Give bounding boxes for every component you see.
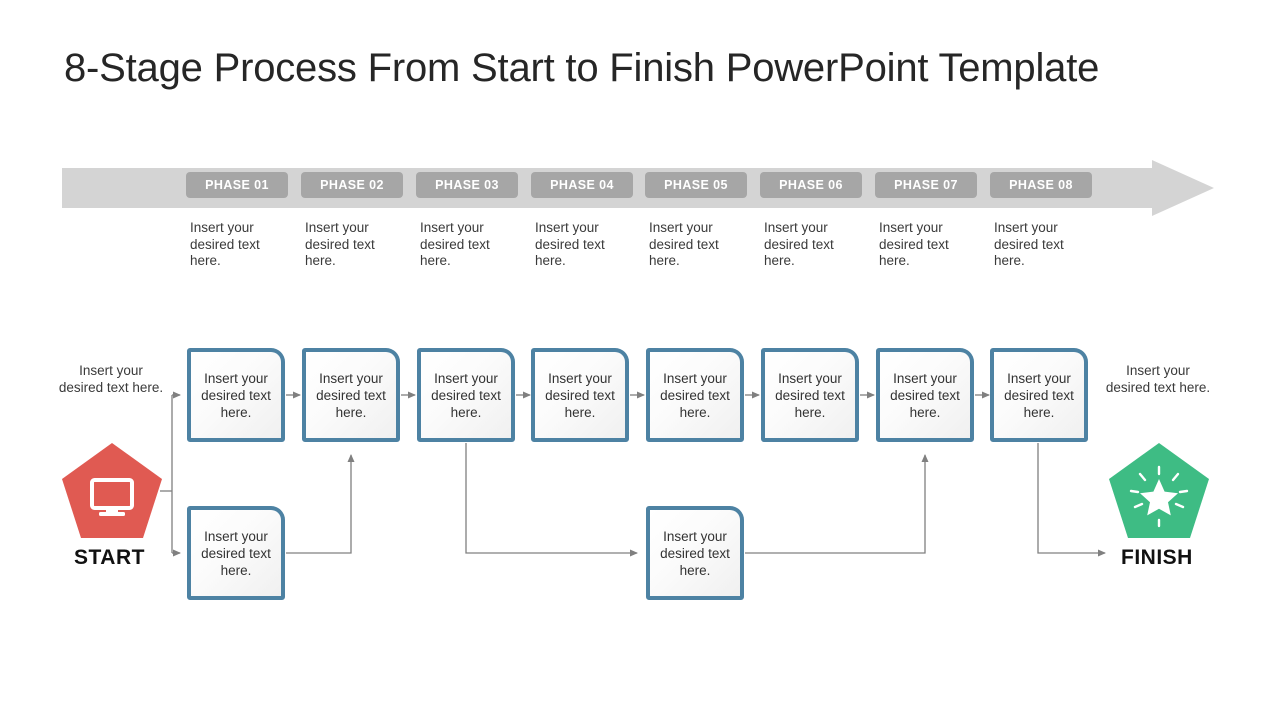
process-box-text: Insert your desired text here.	[660, 528, 730, 578]
page-title: 8-Stage Process From Start to Finish Pow…	[64, 46, 1100, 90]
phase-description-5: Insert your desired text here.	[649, 220, 719, 268]
process-box-6[interactable]: Insert your desired text here.	[761, 348, 859, 442]
process-box-3[interactable]: Insert your desired text here.	[417, 348, 515, 442]
finish-description: Insert your desired text here.	[1105, 363, 1211, 395]
process-box-text: Insert your desired text here.	[201, 528, 271, 578]
phase-chip-5[interactable]: PHASE 05	[645, 172, 747, 198]
process-box-text: Insert your desired text here.	[545, 370, 615, 420]
phase-chip-label: PHASE 01	[205, 178, 269, 192]
process-box-2[interactable]: Insert your desired text here.	[302, 348, 400, 442]
phase-chip-6[interactable]: PHASE 06	[760, 172, 862, 198]
process-box-text: Insert your desired text here.	[775, 370, 845, 420]
process-box-1[interactable]: Insert your desired text here.	[187, 348, 285, 442]
phase-chip-label: PHASE 06	[779, 178, 843, 192]
phase-chip-label: PHASE 02	[320, 178, 384, 192]
process-box-text: Insert your desired text here.	[201, 370, 271, 420]
phase-chip-label: PHASE 05	[664, 178, 728, 192]
connector-box3-lowbox2	[465, 443, 638, 557]
phase-chip-2[interactable]: PHASE 02	[301, 172, 403, 198]
connector-lowbox2-box7	[745, 454, 929, 554]
monitor-icon	[90, 478, 134, 516]
phase-description-6: Insert your desired text here.	[764, 220, 834, 268]
process-box-text: Insert your desired text here.	[890, 370, 960, 420]
process-box-text: Insert your desired text here.	[431, 370, 501, 420]
start-label: START	[74, 546, 145, 569]
process-box-lower-2[interactable]: Insert your desired text here.	[646, 506, 744, 600]
phase-chip-7[interactable]: PHASE 07	[875, 172, 977, 198]
phase-chip-1[interactable]: PHASE 01	[186, 172, 288, 198]
phase-chip-label: PHASE 07	[894, 178, 958, 192]
process-box-4[interactable]: Insert your desired text here.	[531, 348, 629, 442]
phase-chip-8[interactable]: PHASE 08	[990, 172, 1092, 198]
connector-box8-finish	[1037, 443, 1106, 557]
finish-label: FINISH	[1121, 546, 1193, 569]
sparkle-star-icon	[1129, 465, 1189, 528]
start-pentagon[interactable]	[62, 443, 162, 539]
process-box-text: Insert your desired text here.	[660, 370, 730, 420]
start-pentagon-shape	[62, 443, 162, 538]
phase-description-3: Insert your desired text here.	[420, 220, 490, 268]
process-box-8[interactable]: Insert your desired text here.	[990, 348, 1088, 442]
phase-chip-3[interactable]: PHASE 03	[416, 172, 518, 198]
phase-description-4: Insert your desired text here.	[535, 220, 605, 268]
phase-chip-label: PHASE 04	[550, 178, 614, 192]
phase-description-2: Insert your desired text here.	[305, 220, 375, 268]
finish-pentagon[interactable]	[1109, 443, 1209, 539]
phase-chip-label: PHASE 08	[1009, 178, 1073, 192]
start-description: Insert your desired text here.	[58, 363, 164, 395]
phase-chip-label: PHASE 03	[435, 178, 499, 192]
phase-description-7: Insert your desired text here.	[879, 220, 949, 268]
phase-description-1: Insert your desired text here.	[190, 220, 260, 268]
phase-chip-4[interactable]: PHASE 04	[531, 172, 633, 198]
connector-lowbox1-box2	[286, 454, 355, 554]
process-box-text: Insert your desired text here.	[316, 370, 386, 420]
phase-description-8: Insert your desired text here.	[994, 220, 1064, 268]
process-box-lower-1[interactable]: Insert your desired text here.	[187, 506, 285, 600]
process-box-text: Insert your desired text here.	[1004, 370, 1074, 420]
process-box-5[interactable]: Insert your desired text here.	[646, 348, 744, 442]
process-box-7[interactable]: Insert your desired text here.	[876, 348, 974, 442]
